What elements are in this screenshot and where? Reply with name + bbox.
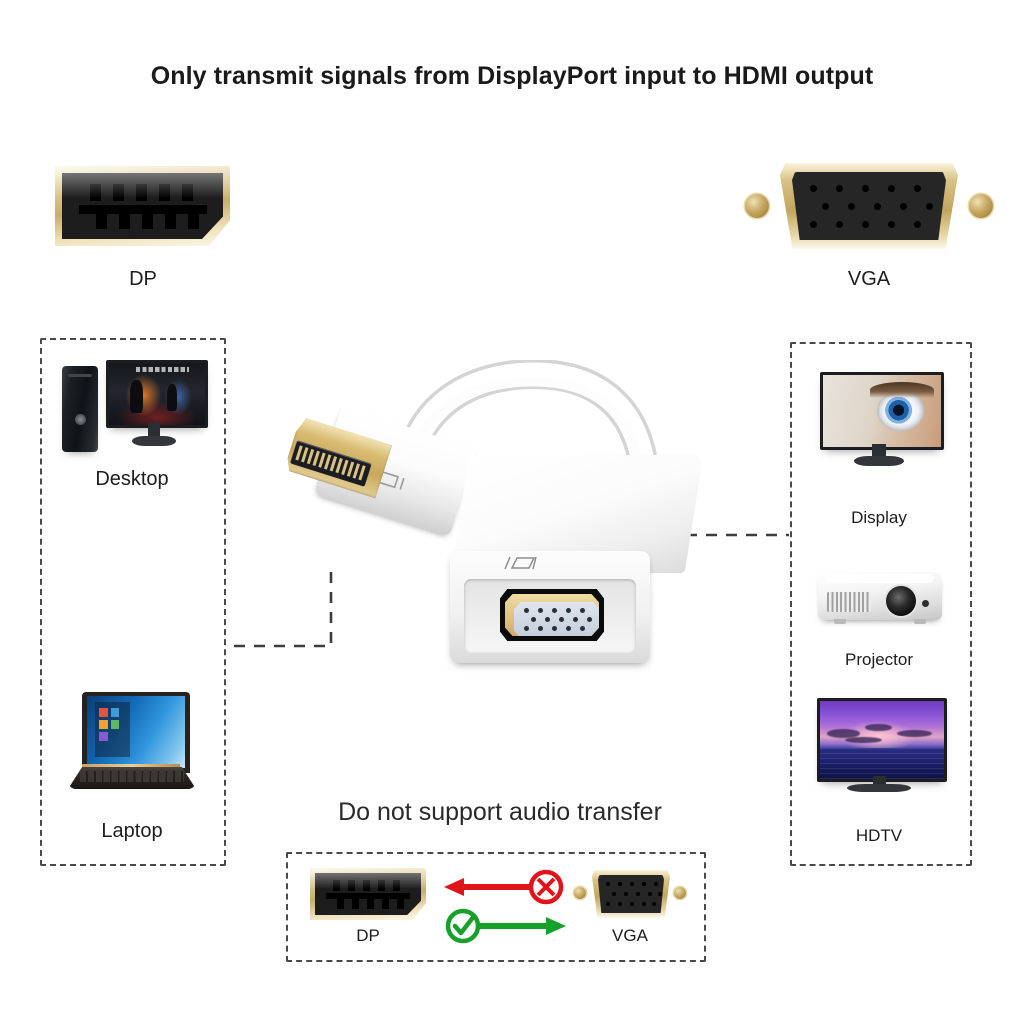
output-item-label-display: Display xyxy=(851,508,907,527)
output-item-label-hdtv: HDTV xyxy=(855,826,903,845)
output-item-label-projector: Projector xyxy=(844,650,914,669)
dp-connector-label: DP xyxy=(129,268,157,290)
page-title: Only transmit signals from DisplayPort i… xyxy=(150,62,874,90)
adapter-vga-housing xyxy=(450,455,704,665)
vga-connector-graphic xyxy=(745,163,993,251)
adapter-vga-screw-left xyxy=(474,599,493,618)
source-item-label-desktop: Desktop xyxy=(95,468,169,490)
vga-screw-left xyxy=(745,194,769,218)
audio-note-dp-connector xyxy=(310,868,426,920)
circle-check-icon xyxy=(445,908,481,944)
dp-connector-graphic xyxy=(55,166,230,246)
circle-x-icon xyxy=(528,869,564,905)
vga-connector-label: VGA xyxy=(847,268,891,290)
desktop-computer-image xyxy=(62,360,208,455)
source-item-label-laptop: Laptop xyxy=(101,820,163,842)
adapter-vga-screw-right xyxy=(608,613,627,632)
vga-display-symbol-icon xyxy=(502,555,538,571)
audio-note-heading: Do not support audio transfer xyxy=(338,798,662,826)
input-sources-group xyxy=(40,338,226,866)
forward-direction-arrow xyxy=(478,917,566,935)
monitor-image xyxy=(820,372,944,468)
audio-note-dp-label: DP xyxy=(356,926,380,945)
hdtv-image xyxy=(817,698,947,798)
adapter-cable xyxy=(393,360,659,493)
adapter-dp-plug xyxy=(271,395,478,563)
laptop-computer-image xyxy=(68,692,196,792)
projector-image xyxy=(818,568,942,632)
reverse-direction-arrow xyxy=(444,878,530,896)
audio-direction-marks xyxy=(444,869,566,944)
audio-note-panel: DP xyxy=(286,852,706,962)
vga-screw-right xyxy=(969,194,993,218)
output-devices-group xyxy=(790,342,972,866)
audio-note-vga-connector xyxy=(574,870,686,918)
audio-note-vga-label: VGA xyxy=(612,926,648,945)
